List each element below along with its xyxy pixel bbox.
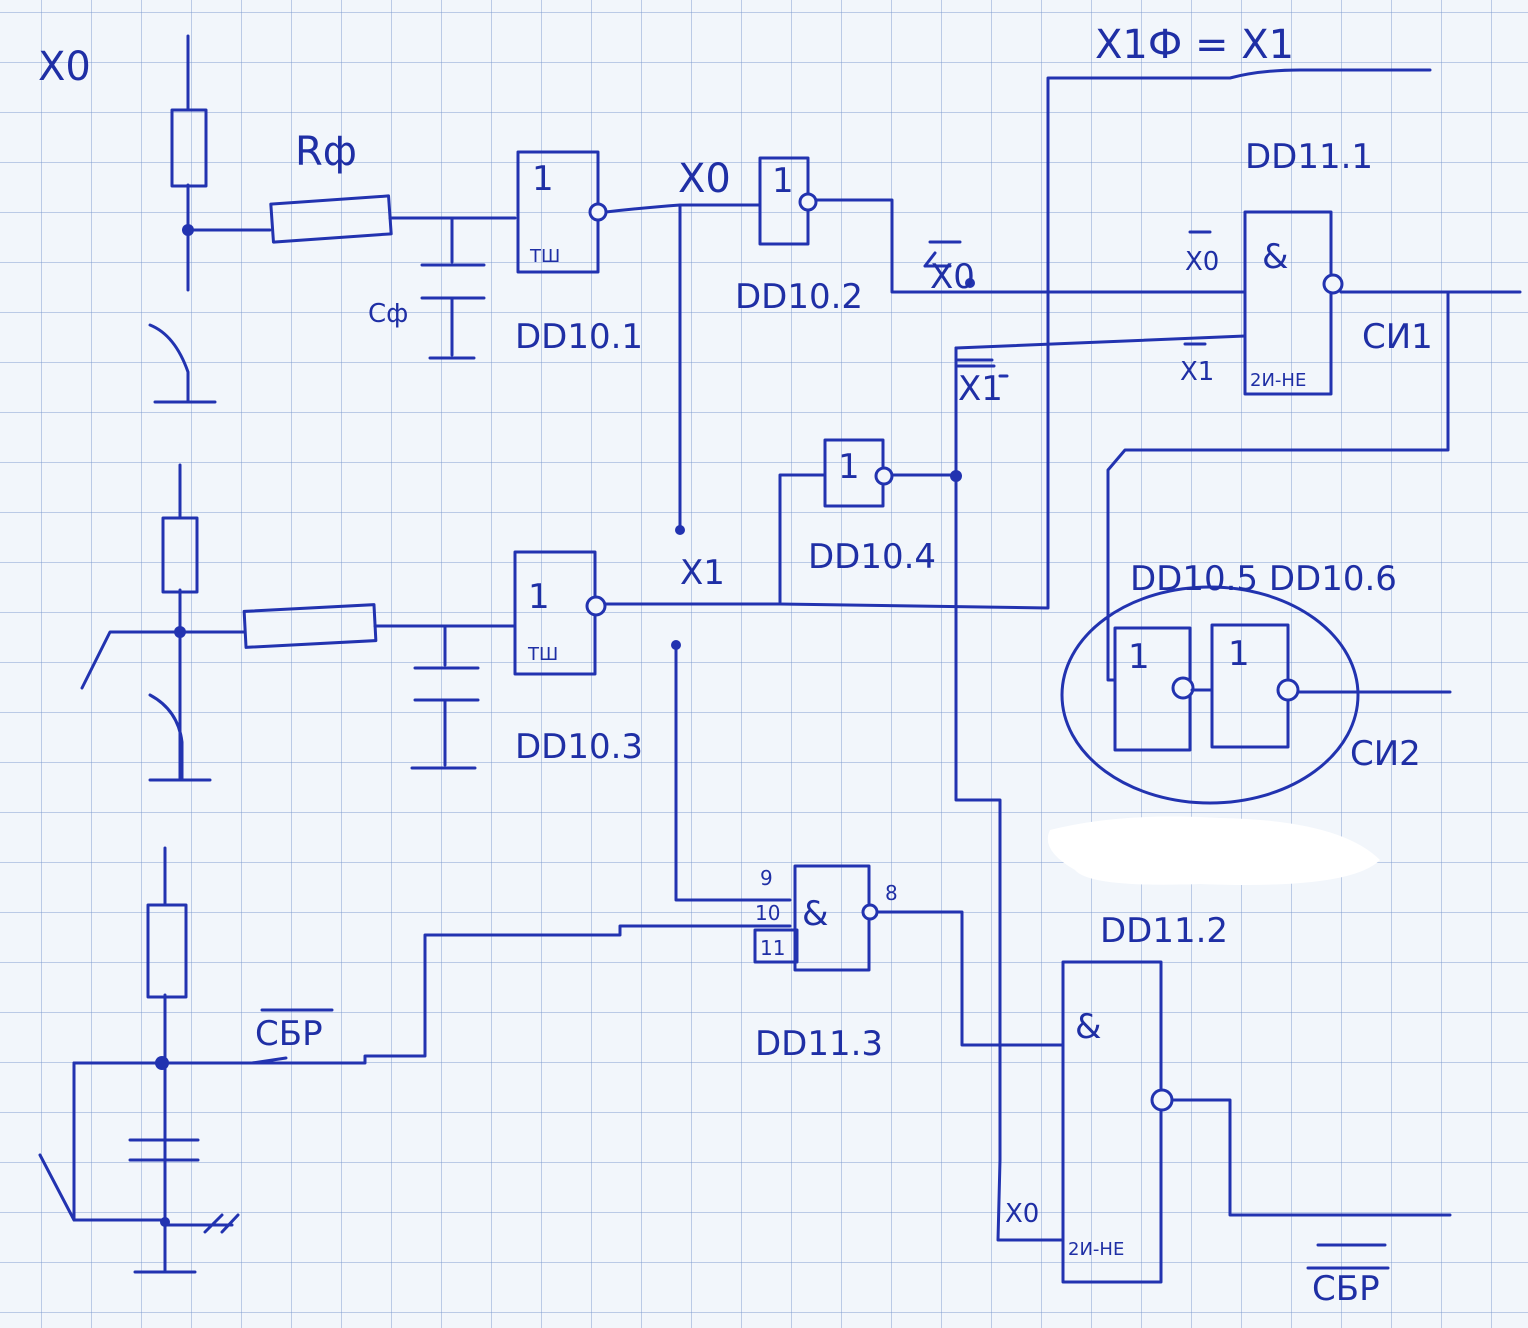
label-pin-10: 10 (755, 901, 780, 925)
junction-x0-branch (675, 525, 685, 535)
label-pin-11: 11 (760, 936, 785, 960)
label-x0-input: X0 (1005, 1199, 1039, 1229)
junction-x1-branch (671, 640, 681, 650)
label-x0-bar: X0 (930, 257, 975, 297)
label-r-filter: Rф (295, 129, 357, 175)
gate-dd10-6 (1210, 623, 1300, 749)
chip-label-dd10-5-6: DD10.5 DD10.6 (1130, 559, 1397, 599)
gate-schmitt-dd10-3: ТШ (527, 644, 558, 665)
gate-dd10-2 (758, 156, 818, 246)
gate-type-dd11-2: 2И-НЕ (1068, 1239, 1124, 1260)
label-c-filter: Cф (368, 299, 408, 329)
gate-group-outline (1060, 585, 1360, 805)
switch-x0 (148, 323, 217, 404)
resistor-rf (269, 194, 393, 244)
erased-patch (1047, 816, 1380, 885)
pullup-resistor-1 (170, 108, 208, 188)
pullup-resistor-2 (161, 516, 199, 594)
label-x1-bar: X1 (958, 369, 1003, 409)
gate-dd11-3 (753, 864, 879, 972)
gate-dd11-1 (1243, 210, 1344, 396)
label-ch2: СИ2 (1350, 734, 1421, 774)
gate-symbol-dd11-2: & (1075, 1007, 1102, 1047)
gate-dd10-4 (823, 438, 894, 508)
overline-marks (260, 230, 1387, 1247)
label-pin-8: 8 (885, 881, 898, 905)
chip-label-dd10-3: DD10.3 (515, 727, 643, 767)
label-in-x0: X0 (1185, 247, 1219, 277)
label-x0-top: X0 (38, 44, 91, 90)
gate-symbol-dd10-5: 1 (1128, 637, 1150, 677)
gate-symbol-dd10-6: 1 (1228, 634, 1250, 674)
reset-circuit (38, 846, 792, 1274)
switch-x1 (148, 693, 212, 782)
junction-reset (155, 1056, 169, 1070)
gate-symbol-dd10-4: 1 (838, 447, 860, 487)
junction-x1 (174, 626, 186, 638)
junction-x0 (182, 224, 194, 236)
wires (250, 68, 1522, 1270)
label-pin-9: 9 (760, 866, 773, 890)
junction-ground (160, 1217, 170, 1227)
chip-label-dd10-1: DD10.1 (515, 317, 643, 357)
junction-x0-bar (965, 278, 975, 288)
label-x1-node: X1 (680, 553, 725, 593)
chip-label-dd11-2: DD11.2 (1100, 911, 1228, 951)
chip-label-dd11-1: DD11.1 (1245, 137, 1373, 177)
resistor-2 (242, 603, 378, 649)
label-x0-node: X0 (678, 156, 731, 202)
gate-dd10-3 (513, 550, 607, 676)
label-in-x1: X1 (1180, 357, 1214, 387)
gate-dd10-5 (1113, 626, 1195, 752)
gate-dd11-2 (1061, 960, 1174, 1284)
gate-type-dd11-1: 2И-НЕ (1250, 370, 1306, 391)
input-circuit-x0 (148, 34, 517, 404)
gate-symbol-dd10-3: 1 (528, 577, 550, 617)
gate-symbol-dd11-3: & (802, 894, 829, 934)
chip-label-dd10-2: DD10.2 (735, 277, 863, 317)
gate-symbol-dd11-1: & (1262, 237, 1289, 277)
gate-symbol-dd10-2: 1 (772, 161, 794, 201)
label-ch1: СИ1 (1362, 317, 1433, 357)
gate-schmitt-dd10-1: ТШ (529, 246, 560, 267)
label-sbr-right: СБР (1312, 1269, 1380, 1309)
gate-symbol-dd10-1: 1 (532, 159, 554, 199)
label-x1f: X1Ф = X1 (1095, 22, 1294, 68)
junction-x1-bar (950, 470, 962, 482)
input-circuit-x1 (80, 463, 517, 782)
chip-label-dd10-4: DD10.4 (808, 537, 936, 577)
label-sbr-left: СБР (255, 1014, 323, 1054)
reset-resistor (146, 903, 188, 999)
chip-label-dd11-3: DD11.3 (755, 1024, 883, 1064)
